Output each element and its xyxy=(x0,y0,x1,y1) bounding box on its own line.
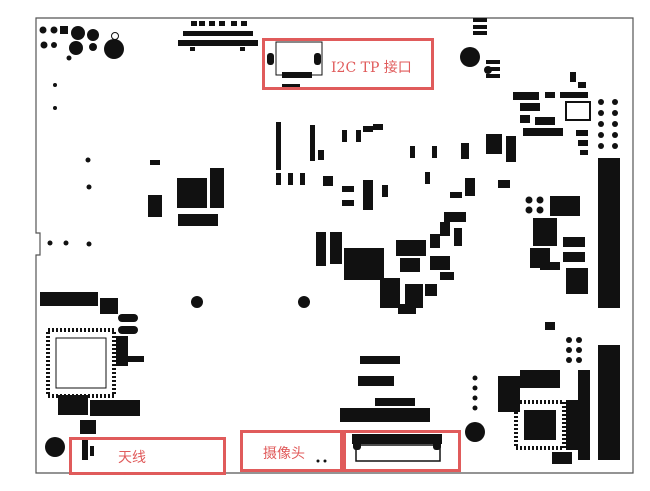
board-outline xyxy=(35,17,634,474)
bottom-right-qfp xyxy=(472,370,578,464)
left-chip-cluster xyxy=(148,160,224,226)
camera-fpc-connector xyxy=(316,434,442,463)
mounting-holes xyxy=(45,47,492,457)
camera-connector-callout-box xyxy=(343,430,461,472)
bottom-center-smd xyxy=(340,356,430,422)
top-smd-cluster xyxy=(178,21,258,51)
i2c-tp-connector xyxy=(267,41,323,89)
top-ring xyxy=(111,32,119,40)
right-middle-cluster xyxy=(525,196,588,363)
center-smd xyxy=(276,122,516,314)
left-qfp-chip xyxy=(40,292,144,434)
antenna-callout-box xyxy=(69,437,226,475)
antenna-label: 天线 xyxy=(118,450,146,466)
antenna-component xyxy=(82,440,94,460)
camera-label: 摄像头 xyxy=(263,446,305,462)
top-left-holes xyxy=(39,26,124,247)
camera-callout-box xyxy=(240,430,343,472)
right-header-pins xyxy=(578,99,620,460)
top-right-smd xyxy=(473,18,591,155)
i2c-tp-label: I2C TP 接口 xyxy=(331,60,412,76)
i2c-tp-callout-box xyxy=(262,38,434,90)
